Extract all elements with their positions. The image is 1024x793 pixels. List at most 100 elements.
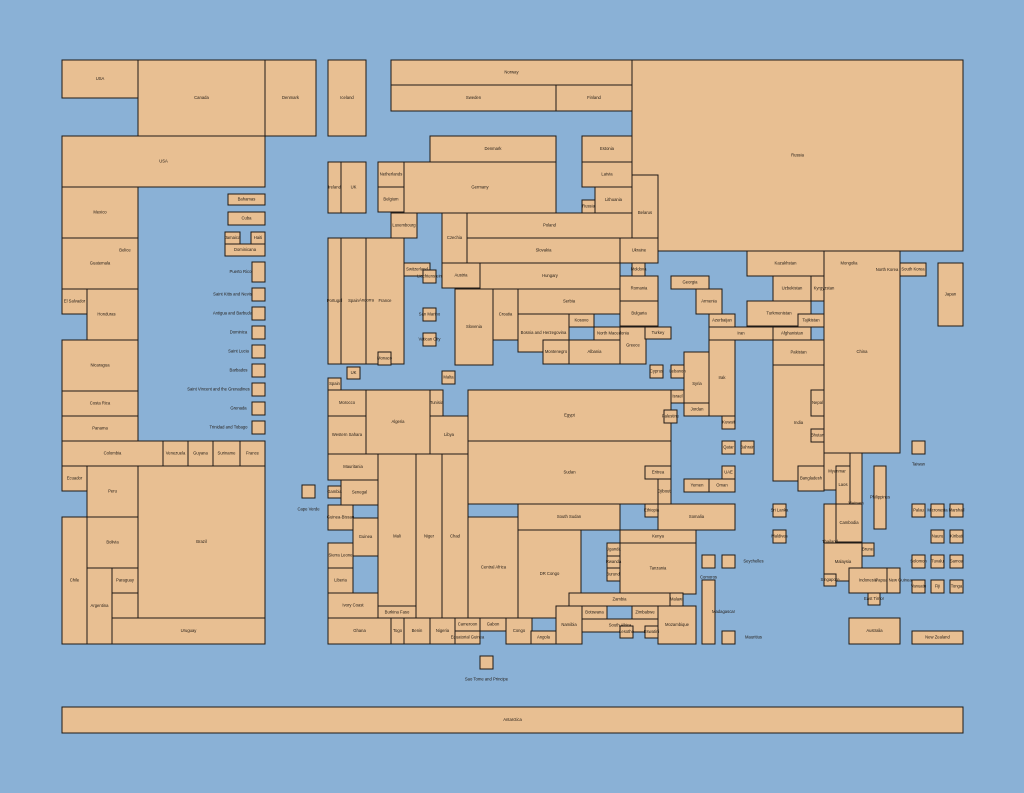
label-south-africa: South Africa xyxy=(609,623,632,628)
label-chile: Chile xyxy=(70,578,80,583)
label-lebanon: Lebanon xyxy=(669,369,686,374)
country-gambia xyxy=(327,485,342,499)
label-eswatini: Eswatini xyxy=(644,629,660,634)
country-romania xyxy=(619,275,659,302)
label-belice: Belice xyxy=(119,248,131,253)
country-denmark-greenland xyxy=(264,59,317,137)
country-liberia xyxy=(327,567,354,594)
country-qatar xyxy=(721,440,736,455)
country-ghana xyxy=(327,617,392,645)
label-san-marino: San Marino xyxy=(419,312,441,317)
label-singapore: Singapore xyxy=(820,577,840,582)
label-kyrgyzstan: Kyrgyzstan xyxy=(814,286,835,291)
label-namibia: Namibia xyxy=(561,622,577,627)
label-algeria: Algeria xyxy=(391,419,405,424)
country-belgium xyxy=(377,186,405,213)
label-lesotho: Lesotho xyxy=(619,629,635,634)
label-spain-ceuta: Spain xyxy=(329,381,340,386)
country-sudan xyxy=(467,440,672,505)
label-denmark-greenland: Denmark xyxy=(282,95,300,100)
country-hungary xyxy=(479,262,621,290)
label-grenada: Grenada xyxy=(230,406,247,411)
country-argentina2 xyxy=(111,592,139,619)
label-uk: UK xyxy=(351,185,357,190)
label-liberia: Liberia xyxy=(334,578,347,583)
label-barbados: Barbados xyxy=(230,368,248,373)
country-papua-new-guinea xyxy=(886,567,901,594)
country-vatican xyxy=(422,332,437,347)
label-kazakhstan: Kazakhstan xyxy=(775,261,798,266)
label-guyana: Guyana xyxy=(193,451,208,456)
label-haiti: Haiti xyxy=(254,235,262,240)
label-ireland: Ireland xyxy=(328,185,341,190)
country-vanuatu xyxy=(911,579,926,594)
label-palestine: Palestine xyxy=(662,414,680,419)
label-malaysia: Malaysia xyxy=(835,559,852,564)
label-mali: Mali xyxy=(393,534,401,539)
country-egypt xyxy=(467,389,672,442)
label-puerto-rico: Puerto Rico xyxy=(230,269,253,274)
country-kiribati xyxy=(949,529,964,544)
label-oman: Oman xyxy=(716,483,728,488)
label-bahrain: Bahrain xyxy=(740,445,755,450)
country-singapore xyxy=(823,573,837,587)
label-syria: Syria xyxy=(692,381,702,386)
label-georgia: Georgia xyxy=(683,280,699,285)
country-palau xyxy=(911,503,926,518)
country-dominica xyxy=(251,325,266,340)
label-samoa: Samoa xyxy=(950,559,964,564)
label-vanuatu: Vanuatu xyxy=(911,584,927,589)
country-philippines xyxy=(873,465,887,530)
label-fiji: Fiji xyxy=(935,584,940,589)
label-trinidad: Trinidad and Tobago xyxy=(210,425,249,430)
country-marshall xyxy=(949,503,964,518)
label-sri-lanka: Sri Lanka xyxy=(771,508,789,513)
label-jordan: Jordan xyxy=(691,407,704,412)
country-iraq xyxy=(708,339,736,417)
country-liechtenstein xyxy=(422,269,437,284)
label-kenya: Kenya xyxy=(652,534,665,539)
label-panama: Panama xyxy=(92,426,108,431)
country-el-salvador xyxy=(61,288,88,315)
label-indonesia: Indonesia xyxy=(859,578,878,583)
label-guinea: Guinea xyxy=(359,534,373,539)
label-kosovo: Kosovo xyxy=(575,318,590,323)
country-peru xyxy=(86,465,139,518)
label-malawi: Malawi xyxy=(670,597,683,602)
label-angola: Angola xyxy=(537,635,551,640)
label-cyprus: Cyprus xyxy=(650,369,663,374)
label-zimbabwe: Zimbabwe xyxy=(635,610,655,615)
label-sweden: Sweden xyxy=(466,95,482,100)
label-dominica: Dominica xyxy=(230,330,248,335)
label-jamaica: Jamaica xyxy=(225,235,241,240)
label-uk-gibraltar: UK xyxy=(351,370,357,375)
label-dominicana: Dominicana xyxy=(234,247,257,252)
country-lesotho xyxy=(619,625,634,639)
label-zambia: Zambia xyxy=(613,597,628,602)
country-bahamas xyxy=(227,193,266,206)
label-montenegro: Montenegro xyxy=(545,349,568,354)
label-estonia: Estonia xyxy=(600,146,615,151)
label-usa: USA xyxy=(159,159,168,164)
label-belarus: Belarus xyxy=(638,210,652,215)
country-guinea-bissau xyxy=(327,504,354,531)
label-albania: Albania xyxy=(588,349,603,354)
label-tajikistan: Tajikistan xyxy=(802,318,820,323)
label-guinea-bissau: Guinea-Bissau xyxy=(327,515,355,520)
country-japan xyxy=(937,262,964,327)
label-vietnam: Vietnam xyxy=(848,501,864,506)
label-france-guiana: France xyxy=(246,451,260,456)
country-uk xyxy=(340,161,367,214)
label-norway: Norway xyxy=(504,70,519,75)
country-samoa xyxy=(949,554,964,569)
label-south-korea: South Korea xyxy=(901,267,925,272)
label-bangladesh: Bangladesh xyxy=(800,476,823,481)
label-philippines: Philippines xyxy=(870,495,890,500)
country-cape-verde xyxy=(301,484,316,499)
label-slovenia: Slovenia xyxy=(466,324,483,329)
label-bulgaria: Bulgaria xyxy=(631,311,647,316)
label-tonga: Tonga xyxy=(951,584,963,589)
country-bulgaria xyxy=(619,300,659,327)
label-qatar: Qatar xyxy=(723,445,734,450)
label-argentina: Argentina xyxy=(91,603,110,608)
